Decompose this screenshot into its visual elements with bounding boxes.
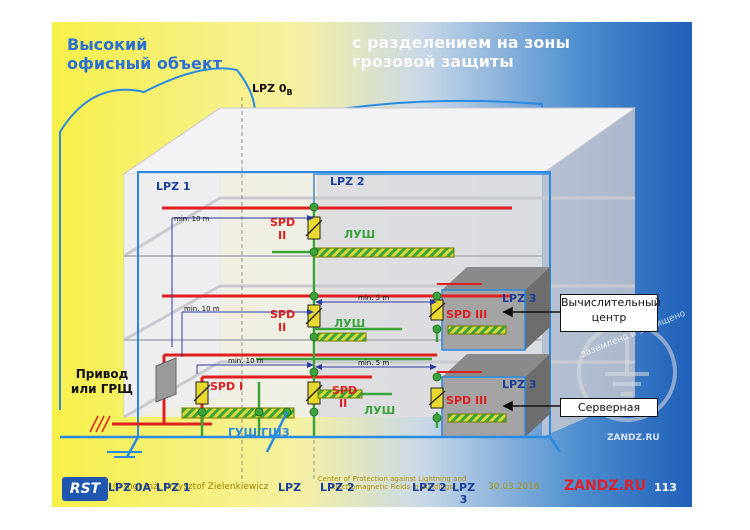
label-lpz3-top: LPZ 3 [502, 292, 537, 305]
label-spd-mid-b: II [278, 321, 286, 334]
label-spd3-top: SPD III [446, 308, 487, 321]
lpz3-top-box-front [441, 289, 526, 351]
label-lpz3-bottom: LPZ 3 [502, 378, 537, 391]
label-spd3-bottom: SPD III [446, 394, 487, 407]
lpz3-bottom-box-side [525, 354, 550, 437]
label-distance-5: min. 5 m [358, 359, 389, 367]
slide-footer: RST © mgr inż. Krzysztof Zielenkiewicz C… [52, 474, 692, 507]
label-lush-low: ЛУШ [364, 404, 395, 417]
footer-site: ZANDZ.RU [564, 478, 646, 494]
lpz-diagram: LPZ 0B LPZ 1 LPZ 2 LPZ 3 LPZ 3 SPD II SP… [59, 67, 687, 482]
label-lpz2: LPZ 2 [330, 175, 365, 188]
label-spd-low-a: SPD [332, 384, 357, 397]
dimension-arrows [307, 215, 437, 370]
footer-zone-5: LPZ 3 [452, 481, 476, 506]
earthing [60, 411, 562, 458]
lpz0b-dome [59, 67, 543, 410]
nodes [197, 202, 442, 423]
label-lpz0b: LPZ 0B [252, 82, 293, 97]
footer-zone-1: LPZ 1 [156, 481, 191, 494]
server-room-callout: Серверная [560, 398, 658, 417]
label-lpz1: LPZ 1 [156, 180, 191, 193]
label-lush-mid: ЛУШ [334, 317, 365, 330]
spd-slashes [193, 219, 446, 406]
label-spd-top-a: SPD [270, 216, 295, 229]
label-spd-mid-a: SPD [270, 308, 295, 321]
slide: Высокий офисный объект с разделением на … [52, 22, 692, 507]
ground-hatch [89, 415, 111, 433]
page-number: 113 [654, 481, 677, 494]
title-right: с разделением на зоны грозовой защиты [352, 33, 570, 71]
feed-box [155, 357, 177, 403]
footer-zone-3: LPZ 2 [320, 481, 355, 494]
footer-center: Center of Protection against Lightning a… [317, 475, 467, 491]
label-lush-top: ЛУШ [344, 228, 375, 241]
footer-author: © mgr inż. Krzysztof Zielenkiewicz [112, 482, 269, 492]
building-right-wall [542, 108, 635, 437]
label-spd-top-b: II [278, 229, 286, 242]
label-distance-3: min. 10 m [228, 357, 264, 365]
feed-label: Привод или ГРЩ [70, 367, 134, 396]
label-distance-2: min. 10 m [184, 305, 220, 313]
lpz3-top-box-side [525, 267, 550, 350]
footer-zone-0: LPZ 0A [108, 481, 152, 494]
bonding-bars [181, 247, 507, 423]
label-distance-4: min. 5 m [358, 294, 389, 302]
callout-arrows [502, 306, 560, 412]
footer-zone-2: LPZ [278, 481, 302, 494]
watermark-brand: ZANDZ.RU [607, 433, 660, 443]
label-gush: ГУШ/ГШЗ [228, 426, 290, 439]
label-distance-1: min. 10 m [174, 215, 210, 223]
power-lines-thin [437, 283, 482, 373]
footer-zone-4: LPZ 2 [412, 481, 447, 494]
label-spd-low-b: II [339, 397, 347, 410]
computing-center-callout: Вычислительный центр [560, 294, 661, 332]
label-spd1: SPD I [210, 380, 243, 393]
rst-logo: RST [62, 477, 108, 501]
earth-symbol [107, 451, 142, 458]
title-left: Высокий офисный объект [67, 35, 223, 73]
footer-date: 30.03.2016 [488, 482, 540, 492]
dimension-lines [171, 217, 430, 374]
